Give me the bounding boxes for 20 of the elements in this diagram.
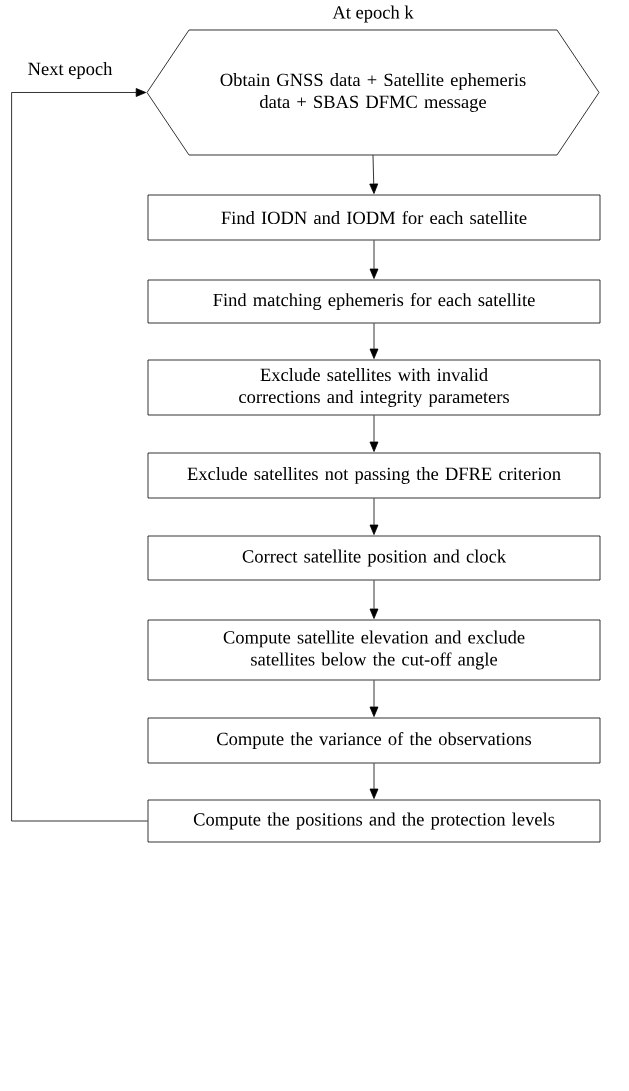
arrow bbox=[369, 580, 379, 619]
arrow bbox=[369, 415, 379, 452]
arrow bbox=[369, 323, 379, 359]
process-box: Exclude satellites with invalid corrections and integrity parameters bbox=[147, 359, 601, 416]
arrow bbox=[369, 763, 379, 799]
arrow bbox=[369, 240, 379, 279]
decision-hexagon: Obtain GNSS data + Satellite ephemeris data + SBAS DFMC message bbox=[146, 29, 600, 156]
edge-label: Next epoch bbox=[26, 61, 114, 80]
heading-text: At epoch k bbox=[332, 5, 414, 23]
process-box: Exclude satellites not passing the DFRE criterion bbox=[147, 452, 601, 499]
arrow bbox=[369, 498, 379, 535]
arrow bbox=[369, 680, 379, 717]
process-box: Compute the positions and the protection levels bbox=[147, 799, 601, 843]
arrow bbox=[369, 154, 379, 194]
process-box: Find IODN and IODM for each satellite bbox=[147, 194, 601, 241]
process-box: Find matching ephemeris for each satellite bbox=[147, 279, 601, 324]
process-box: Compute the variance of the observations bbox=[147, 717, 601, 764]
process-box: Correct satellite position and clock bbox=[147, 535, 601, 581]
process-box: Compute satellite elevation and exclude satellites below the cut-off angle bbox=[147, 619, 601, 681]
arrow bbox=[11, 88, 148, 822]
